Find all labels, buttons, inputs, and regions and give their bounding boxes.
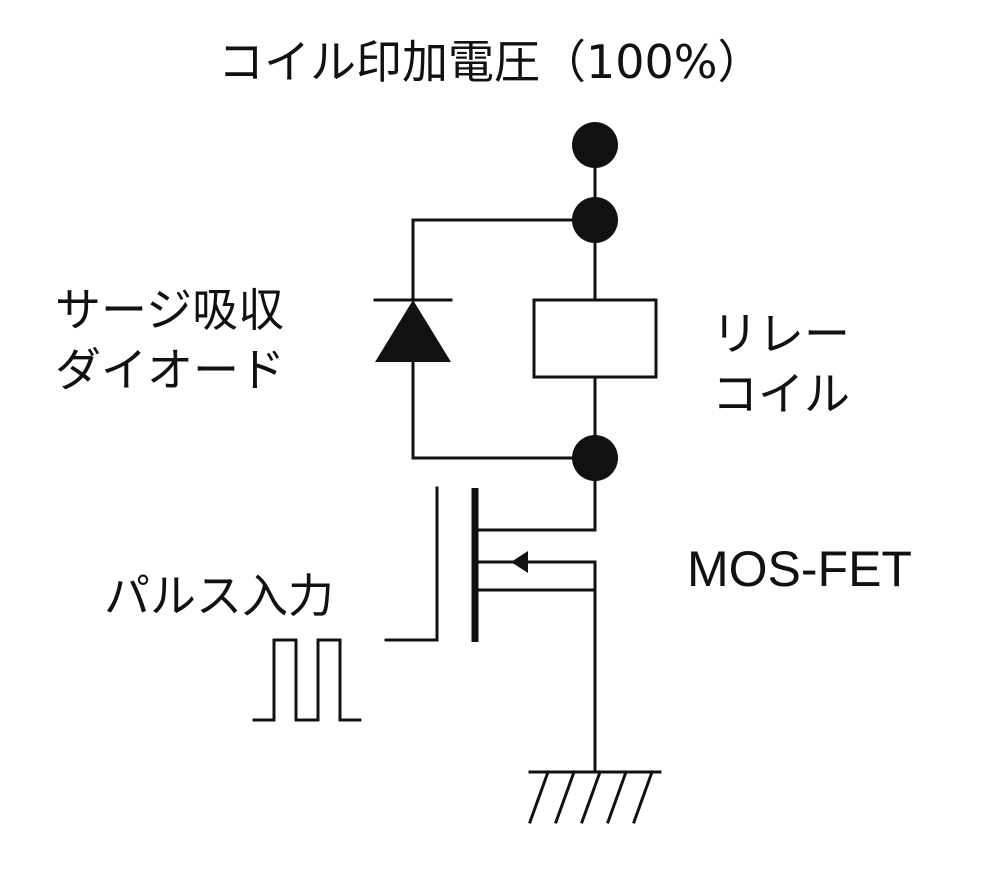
diode-triangle [375, 300, 451, 362]
pulse-waveform-icon [252, 638, 362, 722]
relay-coil [532, 218, 658, 460]
supply-terminal [572, 122, 618, 243]
diode-label-line1: サージ吸収 [55, 283, 284, 337]
coil-label-line2: コイル [712, 367, 850, 421]
ground-icon [528, 770, 662, 824]
surge-absorption-diode [373, 218, 597, 460]
title-label: コイル印加電圧（100%） [218, 35, 764, 89]
pulse-input-label: パルス入力 [104, 569, 334, 623]
relay-coil-body [532, 298, 658, 379]
mosfet-arrow-icon [511, 551, 528, 573]
mosfet-label: MOS-FET [687, 541, 912, 597]
diode-label-line2: ダイオード [55, 343, 285, 397]
coil-label-line1: リレー [712, 307, 850, 361]
supply-terminal-node [572, 122, 618, 168]
mos-fet [435, 456, 597, 774]
